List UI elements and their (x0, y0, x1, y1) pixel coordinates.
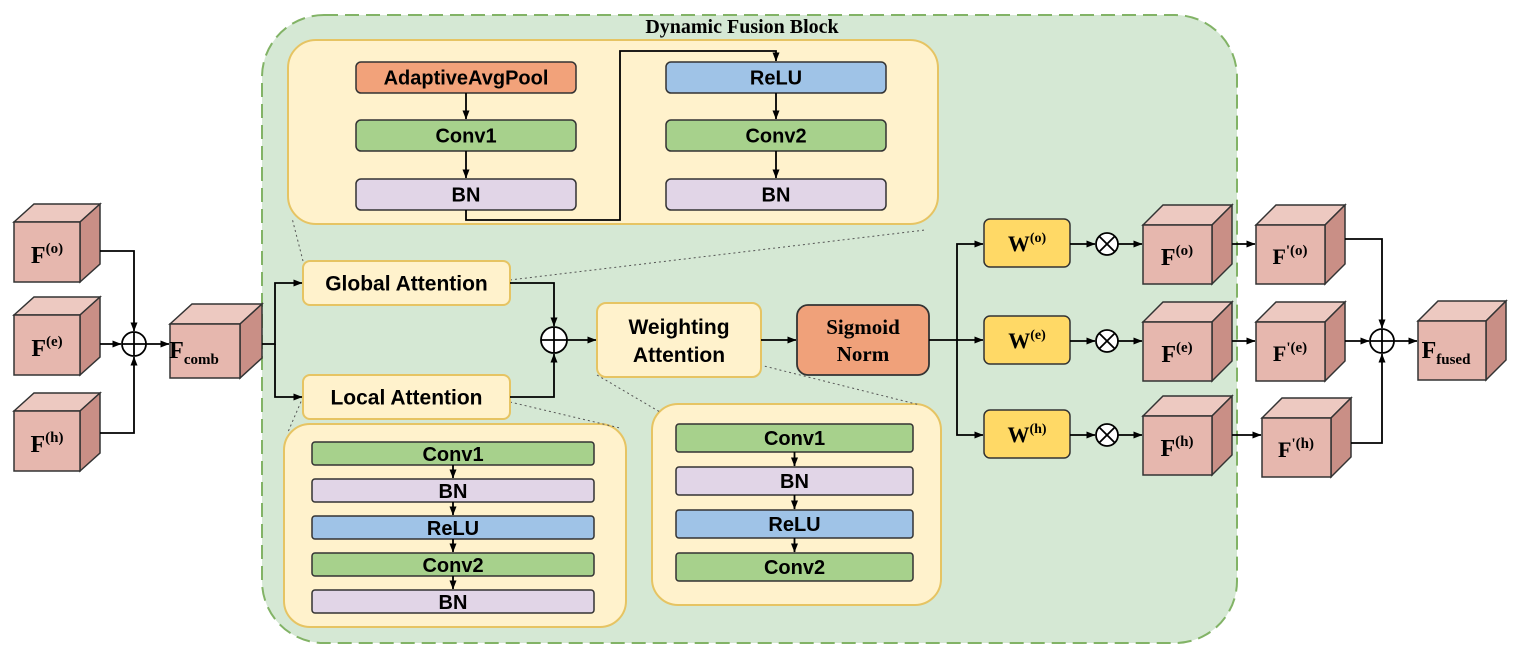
global-conv1-label: Conv1 (435, 126, 496, 148)
arrow-global-sum (510, 282, 558, 327)
svg-text:F'(o): F'(o) (1272, 243, 1307, 269)
local-bn2-label: BN (439, 592, 468, 614)
svg-text:F(h): F(h) (1160, 434, 1193, 462)
global-relu-label: ReLU (750, 68, 802, 90)
weighting-bn-label: BN (780, 471, 809, 493)
svg-text:F(o): F(o) (1161, 243, 1193, 271)
refined-feature-e-cube: F'(e) (1254, 300, 1347, 383)
local-bn1-label: BN (439, 481, 468, 503)
weighted-feature-h-cube: F(h) (1141, 394, 1234, 477)
local-conv2-label: Conv2 (422, 555, 483, 577)
refined-feature-o-cube: F'(o) (1254, 203, 1347, 286)
svg-text:F'(e): F'(e) (1273, 340, 1307, 366)
arrow-to-weight-h (956, 340, 984, 439)
global-zoom-left (291, 217, 304, 262)
weighting-conv2-layer (675, 552, 914, 582)
adaptiveavgpool-label: AdaptiveAvgPool (384, 68, 549, 90)
fused-feature-cube: Ffused (1416, 299, 1508, 382)
arrow-refined-o-sum (1345, 238, 1386, 329)
local-attention-label: Local Attention (330, 387, 482, 410)
weighted-feature-o-cube: F(o) (1141, 203, 1234, 286)
weighted-feature-e-cube: F(e) (1141, 300, 1234, 383)
arrow-combined-local (274, 344, 303, 401)
arrow-bn-relu (465, 50, 780, 221)
weighting-relu-label: ReLU (768, 514, 820, 536)
global-bn2-label: BN (762, 185, 791, 207)
global-conv2-label: Conv2 (745, 126, 806, 148)
svg-text:Fcomb: Fcomb (169, 338, 219, 368)
weight-e-box: W(e) (983, 315, 1071, 365)
weighting-zoom-left (596, 374, 661, 413)
refined-feature-h-cube: F'(h) (1260, 396, 1353, 479)
norm-label: Norm (837, 342, 890, 366)
weighting-conv1-label: Conv1 (764, 428, 825, 450)
attention-sum-operator (540, 326, 568, 354)
local-zoom-right (509, 401, 621, 429)
arrow-combined-global (262, 279, 303, 345)
svg-text:F(h): F(h) (30, 430, 63, 458)
svg-text:W(e): W(e) (1008, 328, 1046, 353)
global-attention-label: Global Attention (325, 273, 488, 296)
svg-text:F(e): F(e) (1161, 340, 1192, 368)
arrow-input-h-sum (100, 356, 138, 434)
input-feature-h-cube: F(h) (12, 391, 102, 473)
arrow-refined-h-sum (1351, 353, 1386, 444)
svg-text:F'(h): F'(h) (1278, 436, 1314, 462)
global-bn1-label: BN (452, 185, 481, 207)
multiply-h-operator (1095, 423, 1119, 447)
weight-o-box: W(o) (983, 218, 1071, 268)
local-conv1-label: Conv1 (422, 444, 483, 466)
global-bn2-layer (665, 178, 887, 211)
combined-feature-cube: Fcomb (168, 302, 264, 380)
local-bn2-layer (311, 589, 595, 614)
sigmoid-label: Sigmoid (826, 315, 900, 339)
input-sum-operator (121, 331, 147, 357)
arrow-to-weight-o (956, 240, 984, 340)
output-sum-operator (1369, 328, 1395, 354)
svg-text:F(e): F(e) (31, 334, 62, 362)
weighting-conv2-label: Conv2 (764, 557, 825, 579)
svg-text:F(o): F(o) (31, 241, 63, 269)
input-feature-o-cube: F(o) (12, 202, 102, 284)
weighting-attention-label-line1: Weighting (628, 316, 729, 339)
svg-text:W(h): W(h) (1007, 422, 1046, 447)
input-feature-e-cube: F(e) (12, 295, 102, 377)
multiply-e-operator (1095, 329, 1119, 353)
svg-text:W(o): W(o) (1008, 231, 1047, 256)
block-title: Dynamic Fusion Block (645, 16, 839, 38)
arrow-local-sum (510, 353, 558, 398)
local-relu-label: ReLU (427, 518, 479, 540)
arrow-input-o-sum (100, 250, 138, 332)
multiply-o-operator (1095, 232, 1119, 256)
svg-text:Ffused: Ffused (1422, 338, 1472, 368)
weighting-attention-label-line2: Attention (633, 344, 725, 367)
weight-h-box: W(h) (983, 409, 1071, 459)
local-zoom-left (287, 396, 304, 433)
